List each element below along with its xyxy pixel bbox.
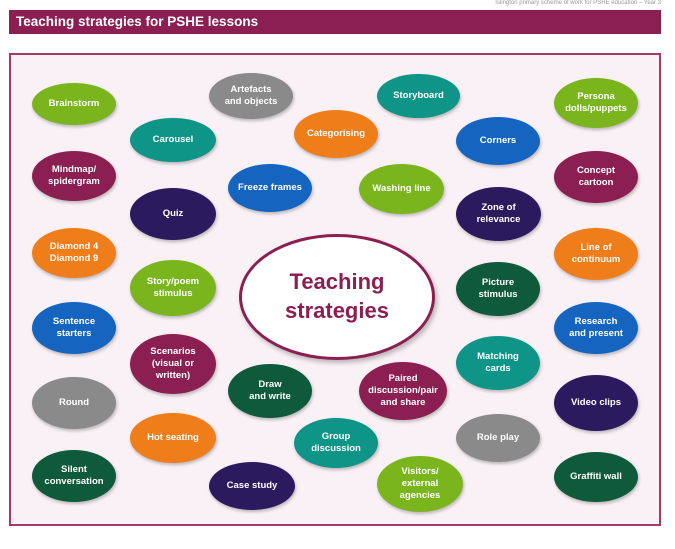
- strategy-round: Round: [32, 377, 116, 429]
- strategy-zone-of-relevance: Zone of relevance: [456, 187, 541, 241]
- strategy-mindmap: Mindmap/ spidergram: [32, 151, 116, 201]
- strategy-quiz: Quiz: [130, 188, 216, 240]
- strategy-hot-seating: Hot seating: [130, 413, 216, 463]
- strategy-persona-dolls: Persona dolls/puppets: [554, 78, 638, 128]
- strategy-research-and-present: Research and present: [554, 302, 638, 354]
- strategy-graffiti-wall: Graffiti wall: [554, 452, 638, 502]
- strategy-storyboard: Storyboard: [377, 74, 460, 118]
- strategy-concept-cartoon: Concept cartoon: [554, 151, 638, 203]
- strategy-freeze-frames: Freeze frames: [228, 164, 312, 212]
- strategy-case-study: Case study: [209, 462, 295, 510]
- strategy-matching-cards: Matching cards: [456, 336, 540, 390]
- strategy-paired-discussion: Paired discussion/pair and share: [359, 362, 447, 420]
- strategy-washing-line: Washing line: [359, 164, 444, 214]
- strategy-carousel: Carousel: [130, 118, 216, 162]
- strategy-story-poem-stimulus: Story/poem stimulus: [130, 260, 216, 316]
- strategy-visitors-external-agencies: Visitors/ external agencies: [377, 456, 463, 512]
- title-bar: Teaching strategies for PSHE lessons: [9, 10, 661, 34]
- strategy-group-discussion: Group discussion: [294, 418, 378, 468]
- page-title: Teaching strategies for PSHE lessons: [16, 14, 259, 29]
- strategy-sentence-starters: Sentence starters: [32, 302, 116, 354]
- strategy-artefacts-and-objects: Artefacts and objects: [209, 73, 293, 119]
- strategy-brainstorm: Brainstorm: [32, 83, 116, 125]
- strategy-draw-and-write: Draw and write: [228, 364, 312, 418]
- strategy-role-play: Role play: [456, 414, 540, 462]
- strategy-categorising: Categorising: [294, 110, 378, 158]
- strategy-diamond-4-9: Diamond 4 Diamond 9: [32, 228, 116, 278]
- strategy-silent-conversation: Silent conversation: [32, 450, 116, 502]
- strategy-scenarios: Scenarios (visual or written): [130, 334, 216, 394]
- strategy-line-of-continuum: Line of continuum: [554, 228, 638, 280]
- central-label: Teaching strategies: [285, 269, 389, 323]
- central-oval: Teaching strategies: [239, 234, 435, 360]
- strategy-video-clips: Video clips: [554, 375, 638, 431]
- strategy-picture-stimulus: Picture stimulus: [456, 262, 540, 316]
- running-head: Islington primary scheme of work for PSH…: [495, 0, 661, 6]
- strategy-corners: Corners: [456, 117, 540, 165]
